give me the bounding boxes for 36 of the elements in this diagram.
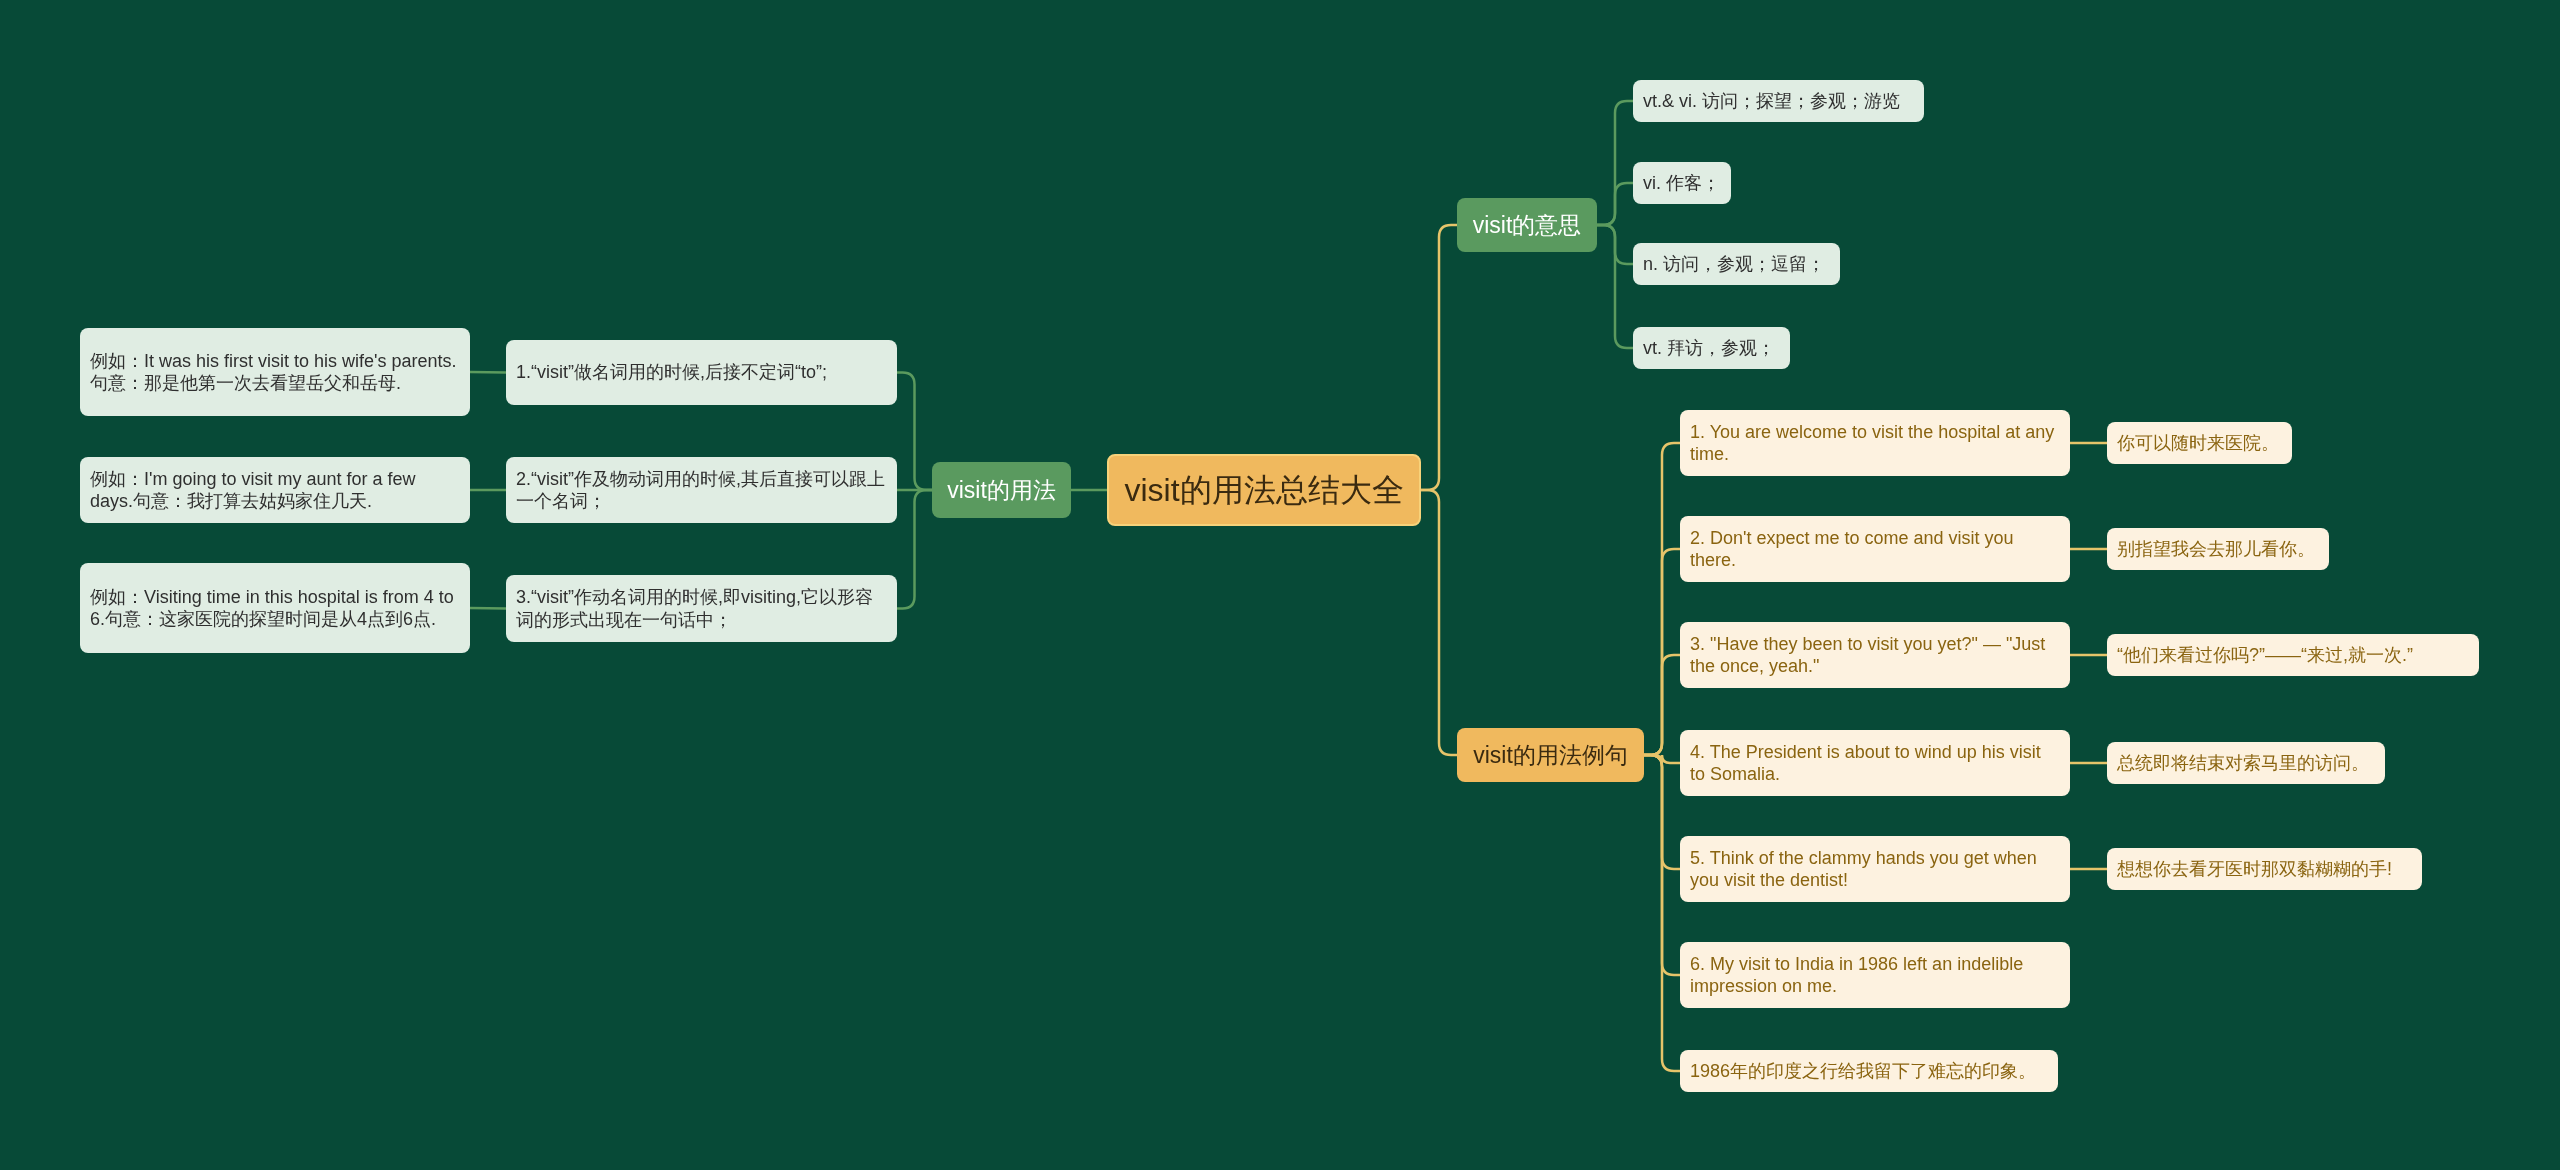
connector-line: [2070, 867, 2107, 871]
subtopic-box: vi. 作客；: [1633, 162, 1731, 204]
subtopic-box: 例如：It was his first visit to his wife's parents.句意：那是他第一次去看望岳父和岳母.: [80, 328, 470, 416]
connector-line: [2070, 653, 2107, 657]
subtopic-box: 例如：Visiting time in this hospital is from 4 to 6.句意：这家医院的探望时间是从4点到6点.: [80, 563, 470, 653]
subtopic-box: 6. My visit to India in 1986 left an indelible impression on me.: [1680, 942, 2070, 1008]
connector-line: [2070, 761, 2107, 765]
subtopic-box: 例如：I'm going to visit my aunt for a few days.句意：我打算去姑妈家住几天.: [80, 457, 470, 523]
connector-line: [470, 606, 506, 610]
subtopic-box: vt. 拜访，参观；: [1633, 327, 1790, 369]
subtopic-box: 5. Think of the clammy hands you get when you visit the dentist!: [1680, 836, 2070, 902]
branch-topic-box: visit的用法: [932, 462, 1071, 518]
subtopic-box: 2. Don't expect me to come and visit you there.: [1680, 516, 2070, 582]
subtopic-box: 1.“visit”做名词用的时候,后接不定词“to”;: [506, 340, 897, 405]
subtopic-box: 4. The President is about to wind up his visit to Somalia.: [1680, 730, 2070, 796]
connector-line: [1421, 488, 1457, 757]
subtopic-box: 2.“visit”作及物动词用的时候,其后直接可以跟上一个名词；: [506, 457, 897, 523]
subtopic-box: n. 访问，参观；逗留；: [1633, 243, 1840, 285]
connector-line: [470, 370, 506, 374]
connector-line: [470, 488, 506, 492]
subtopic-box: 想想你去看牙医时那双黏糊糊的手!: [2107, 848, 2422, 890]
subtopic-box: 总统即将结束对索马里的访问。: [2107, 742, 2385, 784]
subtopic-box: vt.& vi. 访问；探望；参观；游览: [1633, 80, 1924, 122]
branch-topic-box: visit的用法例句: [1457, 728, 1644, 782]
subtopic-box: 1986年的印度之行给我留下了难忘的印象。: [1680, 1050, 2058, 1092]
subtopic-box: 你可以随时来医院。: [2107, 422, 2292, 464]
branch-topic-box: visit的意思: [1457, 198, 1597, 252]
connector-line: [1071, 488, 1107, 492]
subtopic-box: “他们来看过你吗?”——“来过,就一次.”: [2107, 634, 2479, 676]
subtopic-box: 3. "Have they been to visit you yet?" — "Just the once, yeah.": [1680, 622, 2070, 688]
subtopic-box: 别指望我会去那儿看你。: [2107, 528, 2329, 570]
connector-line: [2070, 441, 2107, 445]
central-topic-box: visit的用法总结大全: [1107, 454, 1421, 526]
subtopic-box: 1. You are welcome to visit the hospital at any time.: [1680, 410, 2070, 476]
subtopic-box: 3.“visit”作动名词用的时候,即visiting,它以形容词的形式出现在一句话中；: [506, 575, 897, 642]
connector-line: [2070, 547, 2107, 551]
